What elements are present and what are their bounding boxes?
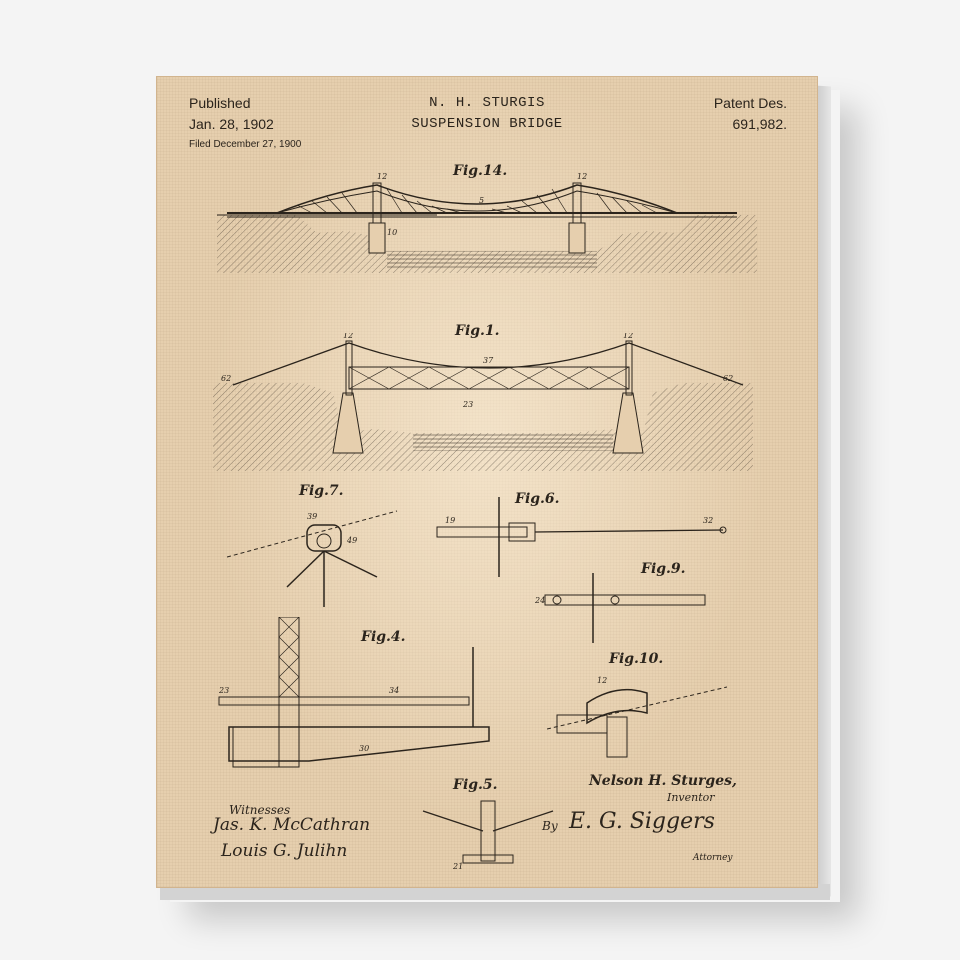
published-block: Published Jan. 28, 1902 — [189, 93, 274, 135]
svg-text:39: 39 — [307, 512, 317, 521]
canvas-bottom-edge — [160, 884, 830, 900]
fig4-label: Fig.4. — [361, 629, 406, 645]
fig5-detail-drawing: 21 — [422, 800, 554, 871]
svg-text:23: 23 — [462, 400, 473, 409]
svg-text:24: 24 — [535, 596, 545, 605]
fig6-detail-drawing: 19 32 — [436, 497, 727, 577]
svg-text:49: 49 — [346, 536, 357, 545]
svg-text:34: 34 — [389, 686, 399, 695]
svg-text:30: 30 — [359, 744, 369, 753]
patent-label: Patent Des. — [713, 95, 787, 111]
svg-text:32: 32 — [703, 516, 713, 525]
fig7-detail-drawing: 39 49 — [227, 510, 398, 607]
fig6-label: Fig.6. — [515, 491, 560, 507]
attorney-signature: E. G. Siggers — [569, 809, 715, 834]
fig10-label: Fig.10. — [609, 651, 664, 667]
witness-2-signature: Louis G. Julihn — [221, 841, 348, 861]
svg-text:62: 62 — [221, 374, 231, 383]
fig4-detail-drawing: 23 34 30 — [218, 617, 490, 768]
fig9-detail-drawing: 24 — [535, 573, 706, 643]
svg-text:23: 23 — [218, 686, 229, 695]
filed-date: Filed December 27, 1900 — [189, 139, 302, 150]
svg-text:62: 62 — [723, 374, 733, 383]
svg-text:12: 12 — [623, 333, 633, 340]
fig1-label: Fig.1. — [455, 323, 500, 339]
patent-title: SUSPENSION BRIDGE — [411, 116, 563, 132]
patent-number: 691,982. — [732, 116, 788, 132]
inventor-role: Inventor — [667, 791, 715, 804]
svg-text:37: 37 — [483, 356, 494, 365]
svg-text:19: 19 — [445, 516, 455, 525]
fig5-label: Fig.5. — [453, 777, 498, 793]
published-date: Jan. 28, 1902 — [189, 116, 274, 132]
witness-1-signature: Jas. K. McCathran — [213, 815, 371, 835]
by-label: By — [542, 819, 558, 833]
svg-text:12: 12 — [597, 676, 607, 685]
patent-number-block: Patent Des. 691,982. — [714, 93, 787, 135]
fig9-label: Fig.9. — [641, 561, 686, 577]
attorney-role: Attorney — [693, 853, 733, 863]
fig1-bridge-drawing: 12 12 37 23 62 62 — [213, 333, 753, 471]
fig14-label: Fig.14. — [453, 163, 508, 179]
patent-print-canvas: Published Jan. 28, 1902 Filed December 2… — [156, 76, 818, 888]
inventor-name-heading: N. H. STURGIS — [429, 95, 545, 111]
svg-text:5: 5 — [479, 196, 484, 205]
svg-text:10: 10 — [387, 228, 397, 237]
published-label: Published — [189, 95, 251, 111]
svg-text:12: 12 — [343, 333, 353, 340]
svg-text:21: 21 — [452, 862, 463, 871]
witnesses-label: Witnesses — [229, 803, 291, 817]
inventor-signature: Nelson H. Sturges, — [589, 773, 737, 789]
svg-text:12: 12 — [577, 173, 587, 181]
fig10-detail-drawing: 12 — [547, 676, 727, 758]
fig7-label: Fig.7. — [299, 483, 344, 499]
fig14-bridge-drawing: 12 12 5 10 — [217, 173, 757, 273]
title-block: N. H. STURGIS SUSPENSION BRIDGE — [357, 93, 617, 135]
svg-text:12: 12 — [377, 173, 387, 181]
